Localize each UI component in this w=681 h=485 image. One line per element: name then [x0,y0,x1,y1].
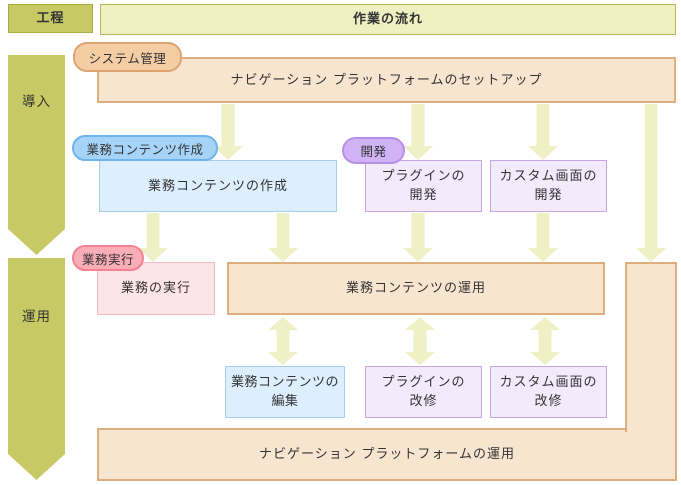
down-arrow-to-custom-screen-dev [528,104,558,160]
phase-operation-label: 運用 [22,309,51,324]
custom-screen-fix-box: カスタム画面の 改修 [490,366,607,418]
plugin-fix-box: プラグインの 改修 [365,366,482,418]
operate-platform-label: ナビゲーション プラットフォームの運用 [259,446,515,462]
operate-content-box: 業務コンテンツの運用 [227,262,605,315]
custom-screen-dev-line2: 開発 [534,187,563,202]
plugin-dev-box: プラグインの 開発 [365,160,482,212]
setup-box-label: ナビゲーション プラットフォームのセットアップ [230,71,543,87]
setup-box: ナビゲーション プラットフォームのセットアップ [97,57,676,103]
process-header-label: 工程 [36,10,65,26]
custom-screen-dev-line1: カスタム画面の [499,168,598,184]
custom-screen-fix-line1: カスタム画面の [499,374,598,390]
system-admin-pill-label: システム管理 [88,51,167,66]
down-arrow-plugin-to-operate [403,213,433,262]
custom-screen-dev-box: カスタム画面の 開発 [490,160,607,212]
execution-pill: 業務実行 [72,245,144,271]
edit-content-box: 業務コンテンツの 編集 [225,366,345,418]
system-admin-pill: システム管理 [73,42,182,72]
down-arrow-custom-to-operate [528,213,558,262]
development-pill: 開発 [342,137,405,164]
content-creation-pill: 業務コンテンツ作成 [72,135,218,161]
development-pill-label: 開発 [360,145,387,159]
edit-content-line1: 業務コンテンツの [230,374,339,390]
updown-arrow-operate-edit [268,317,298,365]
phase-intro-label: 導入 [22,94,51,109]
flow-title-label: 作業の流れ [352,11,423,27]
down-arrow-to-platform-operation [636,104,666,262]
flow-title-bar: 作業の流れ [100,4,676,35]
phase-arrow-intro: 導入 [8,55,65,255]
operate-platform-box: ナビゲーション プラットフォームの運用 [97,428,677,481]
execution-pill-label: 業務実行 [81,252,134,267]
create-content-box: 業務コンテンツの作成 [99,160,337,212]
edit-content-line2: 編集 [271,393,299,408]
down-arrow-to-plugin-dev [403,104,433,160]
create-content-label: 業務コンテンツの作成 [147,177,288,193]
plugin-fix-line1: プラグインの [381,374,466,390]
updown-arrow-operate-custom-fix [530,317,560,365]
plugin-dev-line2: 開発 [409,187,438,202]
platform-operation-column [625,262,677,432]
updown-arrow-operate-plugin-fix [405,317,435,365]
down-arrow-create-to-operate [268,213,298,262]
phase-arrow-operation: 運用 [8,258,65,480]
execute-business-label: 業務の実行 [120,280,191,296]
content-creation-pill-label: 業務コンテンツ作成 [86,142,204,157]
custom-screen-fix-line2: 改修 [534,393,563,408]
plugin-fix-line2: 改修 [409,393,438,408]
plugin-dev-line1: プラグインの [381,168,466,184]
down-arrow-to-create-content [213,104,243,160]
operate-content-label: 業務コンテンツの運用 [345,280,486,296]
process-header-box: 工程 [8,4,93,33]
